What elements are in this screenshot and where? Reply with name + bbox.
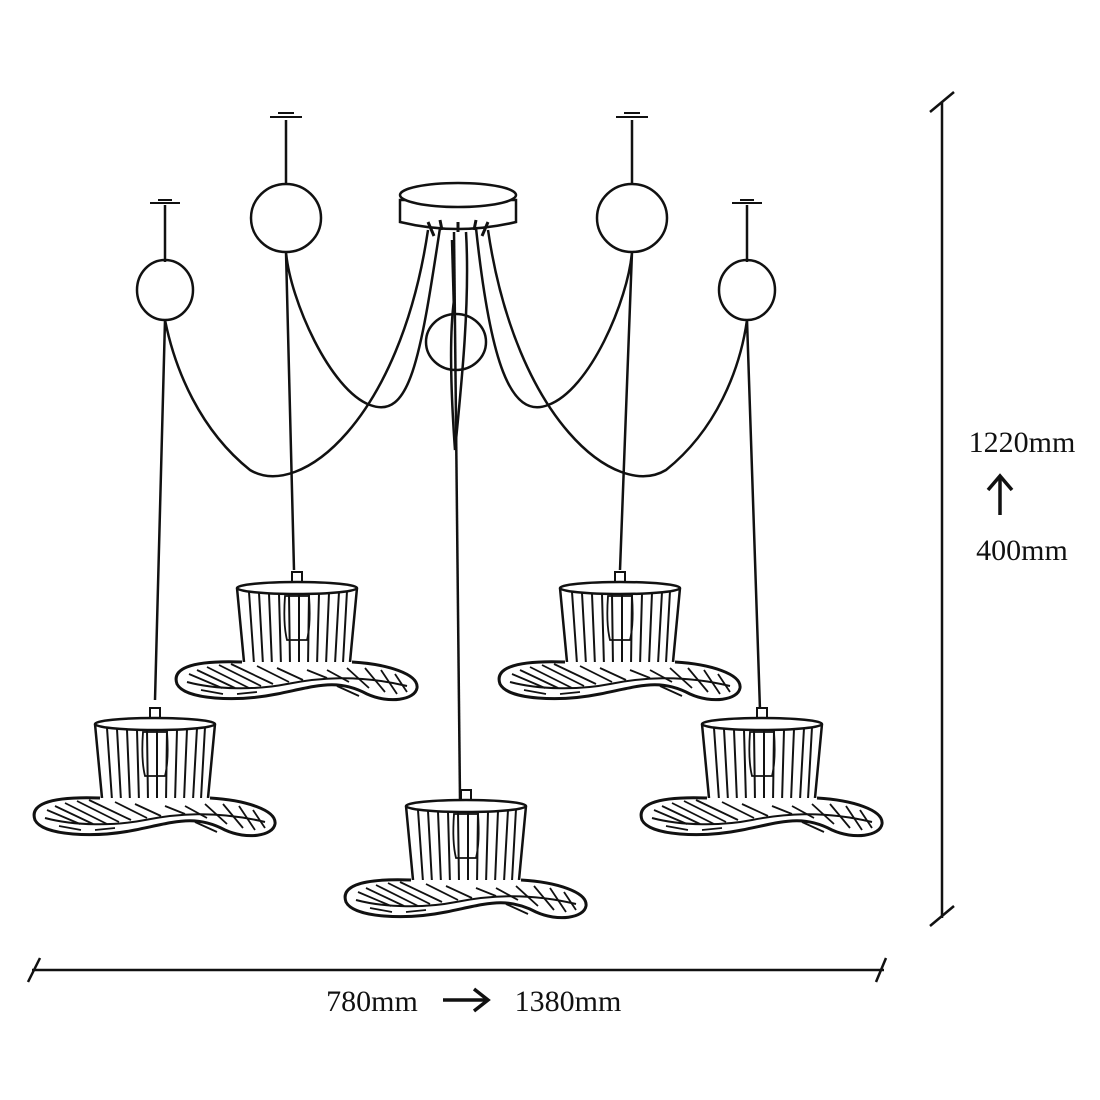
pendant-shade-1 <box>32 706 277 838</box>
height-dimension-line <box>929 91 955 927</box>
height-max-label: 1220mm <box>969 426 1076 459</box>
height-min-label: 400mm <box>976 534 1068 567</box>
pendant-shade-3 <box>343 788 588 920</box>
ceiling-hook-1 <box>135 199 195 322</box>
arrow-up-icon <box>986 473 1014 515</box>
pendant-shade-2 <box>174 570 419 702</box>
width-max-label: 1380mm <box>515 985 622 1018</box>
arrow-right-icon <box>443 987 491 1013</box>
ceiling-canopy <box>398 181 518 237</box>
ceiling-hook-2 <box>249 112 323 254</box>
pendant-shade-4 <box>497 570 742 702</box>
ceiling-hook-4 <box>717 199 777 322</box>
cables <box>153 227 762 801</box>
ceiling-hook-3 <box>595 112 669 254</box>
width-min-label: 780mm <box>326 985 418 1018</box>
width-dimension-line <box>26 957 888 983</box>
pendant-shade-5 <box>639 706 884 838</box>
